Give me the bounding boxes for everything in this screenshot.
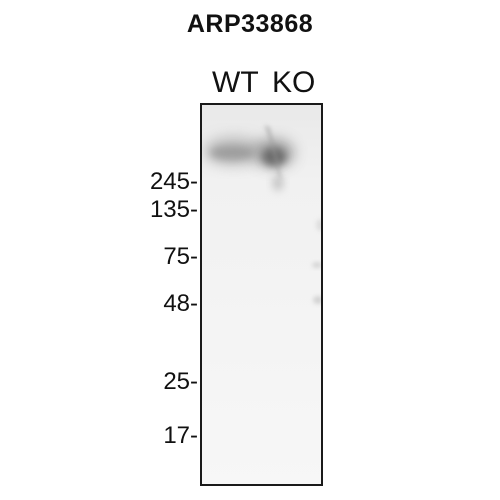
blot-membrane [200,103,323,486]
blot-image [202,105,321,484]
marker-75: 75- [163,243,198,270]
band-wt-core [210,146,254,160]
marker-17: 17- [163,422,198,449]
marker-135: 135- [149,196,198,223]
lane-label-wt: WT [212,66,259,99]
lane-label-ko: KO [272,66,316,99]
smear-ko-streak [264,125,282,180]
marker-48: 48- [163,290,198,317]
marker-25: 25- [163,368,198,395]
marker-245: 245- [149,168,198,195]
blot-title: ARP33868 [186,10,314,38]
